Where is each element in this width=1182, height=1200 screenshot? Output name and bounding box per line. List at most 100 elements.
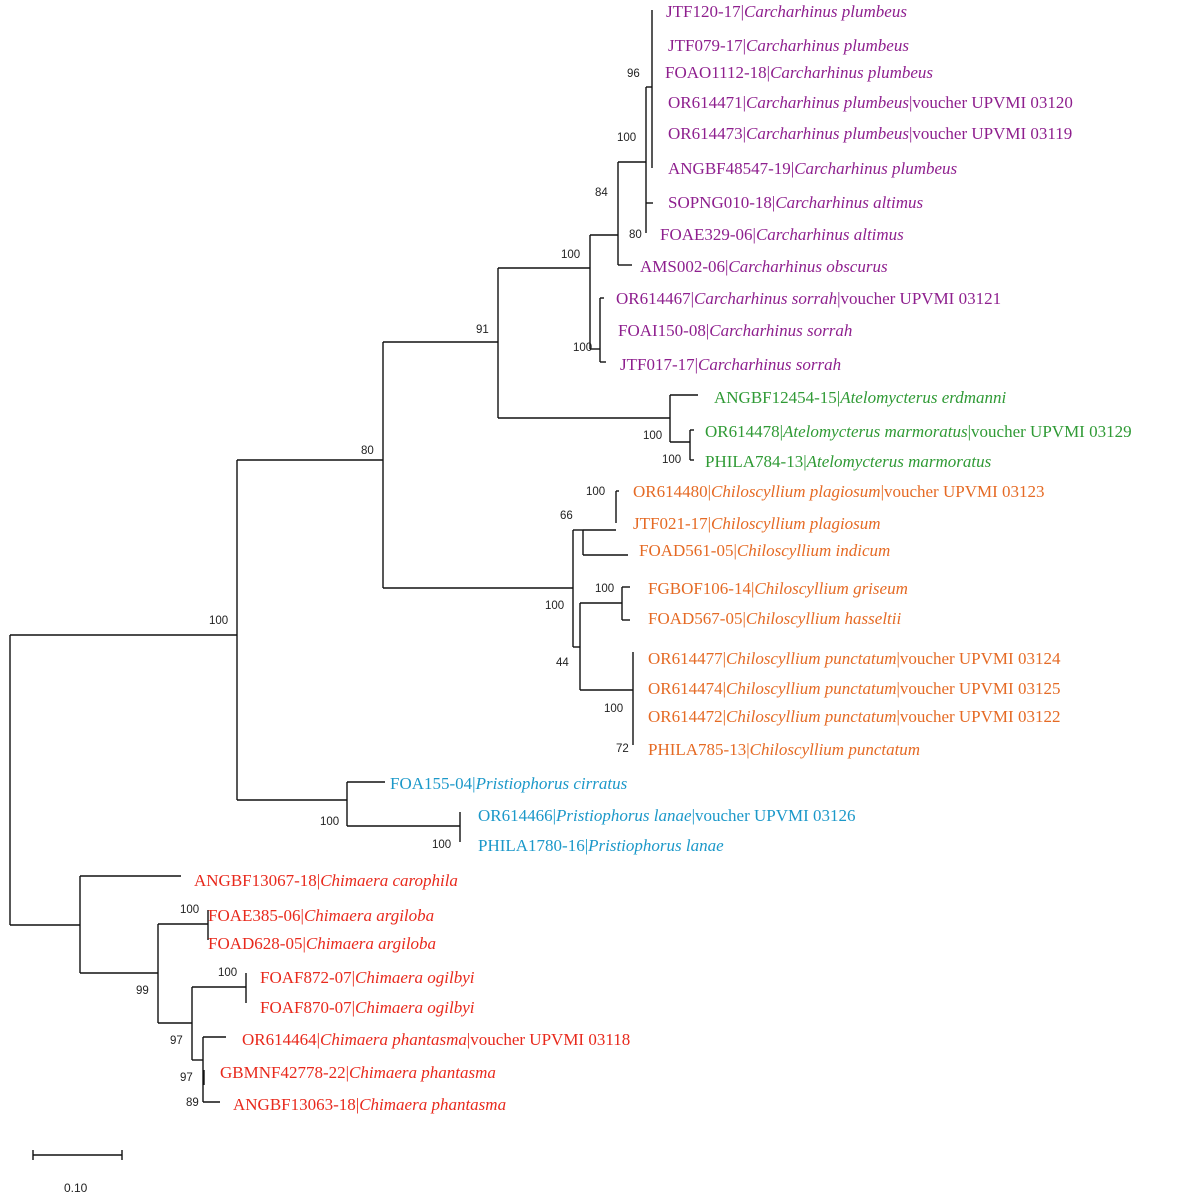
voucher-id: |voucher UPVMI 03119 [908, 124, 1073, 143]
species-name: Carcharhinus sorrah [709, 321, 853, 340]
species-name: Carcharhinus sorrah [694, 289, 838, 308]
voucher-id: |voucher UPVMI 03121 [837, 289, 1002, 308]
bootstrap-value: 100 [586, 486, 606, 498]
species-name: Carcharhinus obscurus [728, 257, 888, 276]
species-name: Chiloscyllium punctatum [726, 707, 897, 726]
leaf-label: OR614478|Atelomycterus marmoratus|vouche… [705, 422, 1132, 442]
accession-id: JTF021-17| [633, 514, 712, 533]
voucher-id: |voucher UPVMI 03123 [880, 482, 1045, 501]
leaf-label: ANGBF48547-19|Carcharhinus plumbeus [668, 159, 957, 179]
species-name: Atelomycterus marmoratus [806, 452, 992, 471]
accession-id: JTF079-17| [668, 36, 747, 55]
species-name: Carcharhinus sorrah [698, 355, 842, 374]
accession-id: FOAI150-08| [618, 321, 710, 340]
species-name: Carcharhinus plumbeus [744, 2, 907, 21]
leaf-label: FOAO1112-18|Carcharhinus plumbeus [665, 63, 933, 83]
accession-id: FOAD561-05| [639, 541, 737, 560]
accession-id: OR614474| [648, 679, 727, 698]
bootstrap-value: 100 [662, 454, 682, 466]
species-name: Carcharhinus plumbeus [746, 124, 909, 143]
accession-id: GBMNF42778-22| [220, 1063, 350, 1082]
accession-id: OR614466| [478, 806, 557, 825]
leaf-label: FOAF872-07|Chimaera ogilbyi [260, 968, 475, 988]
leaf-label: SOPNG010-18|Carcharhinus altimus [668, 193, 923, 213]
bootstrap-value: 72 [616, 743, 629, 755]
species-name: Chiloscyllium plagiosum [711, 514, 881, 533]
bootstrap-value: 99 [136, 985, 149, 997]
leaf-label: OR614467|Carcharhinus sorrah|voucher UPV… [616, 289, 1001, 309]
accession-id: FOAD567-05| [648, 609, 746, 628]
leaf-label: PHILA1780-16|Pristiophorus lanae [478, 836, 724, 856]
leaf-label: PHILA785-13|Chiloscyllium punctatum [648, 740, 920, 760]
accession-id: OR614473| [668, 124, 747, 143]
species-name: Chimaera carophila [320, 871, 458, 890]
leaf-label: JTF021-17|Chiloscyllium plagiosum [633, 514, 881, 534]
bootstrap-value: 80 [629, 229, 642, 241]
accession-id: ANGBF13063-18| [233, 1095, 360, 1114]
voucher-id: |voucher UPVMI 03129 [967, 422, 1132, 441]
species-name: Chimaera argiloba [303, 906, 435, 925]
accession-id: FOAO1112-18| [665, 63, 771, 82]
bootstrap-value: 44 [556, 657, 569, 669]
leaf-label: OR614472|Chiloscyllium punctatum|voucher… [648, 707, 1060, 727]
accession-id: JTF120-17| [666, 2, 745, 21]
accession-id: PHILA785-13| [648, 740, 750, 759]
species-name: Chiloscyllium punctatum [726, 649, 897, 668]
bootstrap-value: 100 [573, 342, 593, 354]
leaf-label: PHILA784-13|Atelomycterus marmoratus [705, 452, 991, 472]
voucher-id: |voucher UPVMI 03120 [908, 93, 1073, 112]
accession-id: PHILA1780-16| [478, 836, 589, 855]
species-name: Atelomycterus erdmanni [840, 388, 1007, 407]
bootstrap-value: 96 [627, 68, 640, 80]
species-name: Chimaera ogilbyi [355, 998, 475, 1017]
voucher-id: |voucher UPVMI 03126 [691, 806, 856, 825]
leaf-label: FOA155-04|Pristiophorus cirratus [390, 774, 627, 794]
accession-id: OR614478| [705, 422, 784, 441]
species-name: Chiloscyllium punctatum [749, 740, 921, 759]
leaf-label: FOAF870-07|Chimaera ogilbyi [260, 998, 475, 1018]
bootstrap-value: 80 [361, 445, 374, 457]
accession-id: AMS002-06| [640, 257, 729, 276]
accession-id: ANGBF13067-18| [194, 871, 321, 890]
accession-id: FGBOF106-14| [648, 579, 755, 598]
bootstrap-value: 100 [561, 249, 581, 261]
leaf-label: GBMNF42778-22|Chimaera phantasma [220, 1063, 496, 1083]
leaf-label: OR614473|Carcharhinus plumbeus|voucher U… [668, 124, 1072, 144]
species-name: Pristiophorus lanae [588, 836, 724, 855]
species-name: Carcharhinus altimus [755, 225, 904, 244]
species-name: Pristiophorus lanae [556, 806, 692, 825]
leaf-label: JTF079-17|Carcharhinus plumbeus [668, 36, 909, 56]
species-name: Chiloscyllium punctatum [726, 679, 897, 698]
leaf-label: FOAD567-05|Chiloscyllium hasseltii [648, 609, 901, 629]
accession-id: OR614464| [242, 1030, 321, 1049]
bootstrap-value: 97 [170, 1035, 183, 1047]
accession-id: JTF017-17| [620, 355, 699, 374]
accession-id: FOA155-04| [390, 774, 476, 793]
accession-id: OR614467| [616, 289, 695, 308]
species-name: Carcharhinus plumbeus [746, 93, 909, 112]
accession-id: OR614471| [668, 93, 747, 112]
leaf-label: FOAI150-08|Carcharhinus sorrah [618, 321, 852, 341]
accession-id: FOAF870-07| [260, 998, 356, 1017]
leaf-label: OR614466|Pristiophorus lanae|voucher UPV… [478, 806, 856, 826]
voucher-id: |voucher UPVMI 03118 [466, 1030, 631, 1049]
accession-id: FOAE385-06| [208, 906, 304, 925]
leaf-label: FOAE385-06|Chimaera argiloba [208, 906, 434, 926]
species-name: Chiloscyllium plagiosum [711, 482, 881, 501]
leaf-label: JTF120-17|Carcharhinus plumbeus [666, 2, 907, 22]
accession-id: OR614472| [648, 707, 727, 726]
bootstrap-value: 100 [432, 839, 452, 851]
bootstrap-value: 91 [476, 324, 489, 336]
species-name: Chimaera phantasma [320, 1030, 467, 1049]
voucher-id: |voucher UPVMI 03122 [896, 707, 1061, 726]
species-name: Carcharhinus plumbeus [794, 159, 958, 178]
voucher-id: |voucher UPVMI 03124 [896, 649, 1061, 668]
leaf-label: ANGBF12454-15|Atelomycterus erdmanni [714, 388, 1006, 408]
accession-id: FOAF872-07| [260, 968, 356, 987]
bootstrap-value: 66 [560, 510, 573, 522]
species-name: Chiloscyllium indicum [736, 541, 891, 560]
leaf-label: JTF017-17|Carcharhinus sorrah [620, 355, 841, 375]
bootstrap-value: 100 [617, 132, 637, 144]
accession-id: OR614480| [633, 482, 712, 501]
